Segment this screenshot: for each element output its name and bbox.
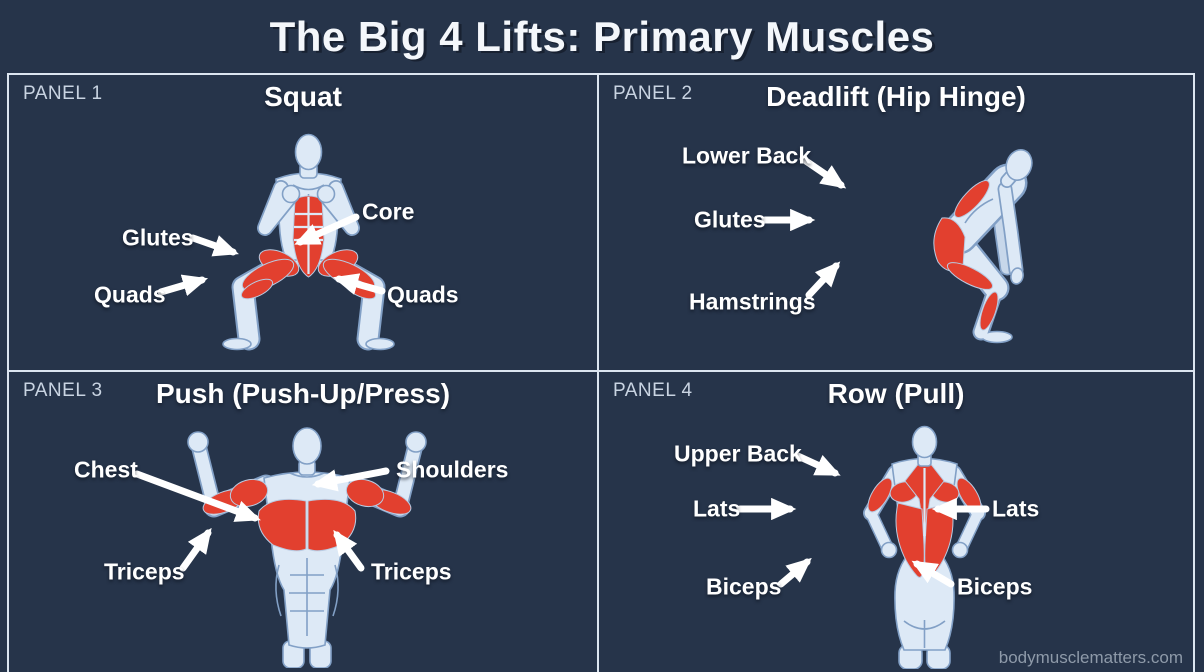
panel-1-title: Squat <box>264 81 342 112</box>
panel-4-title: Row (Pull) <box>827 378 965 409</box>
page-title: The Big 4 Lifts: Primary Muscles <box>269 12 935 60</box>
annotation-chest: Chest <box>74 456 138 483</box>
annotation-core: Core <box>362 198 415 225</box>
deadlift-highlighted-muscles <box>933 180 999 331</box>
annotation-quads-right: Quads <box>387 281 459 308</box>
panel-1-tag: PANEL 1 <box>23 83 103 104</box>
row-glute-lines <box>903 620 946 648</box>
squat-head <box>294 133 323 171</box>
row-right-fist <box>951 541 969 559</box>
annotation-hamstrings: Hamstrings <box>689 288 816 315</box>
annotation-shoulders: Shoulders <box>396 456 509 483</box>
annotation-quads-left: Quads <box>94 281 166 308</box>
biceps-left-arrow-icon <box>777 557 812 588</box>
panel-grid: PANEL 1 Squat <box>7 73 1195 672</box>
deadlift-front-arm <box>997 181 1024 285</box>
panel-2-tag: PANEL 2 <box>613 83 693 104</box>
squat-highlighted-muscles <box>240 195 377 300</box>
panel-3-title: Push (Push-Up/Press) <box>155 378 451 409</box>
panel-2-title: Deadlift (Hip Hinge) <box>766 81 1026 112</box>
annotation-lats-right: Lats <box>992 495 1040 522</box>
deadlift-figure-illustration <box>933 149 1033 344</box>
row-figure-illustration <box>863 425 986 669</box>
push-figure-illustration <box>187 427 427 668</box>
squat-figure-illustration <box>222 133 395 351</box>
annotation-upper-back: Upper Back <box>674 440 802 467</box>
annotation-biceps-right: Biceps <box>957 573 1033 600</box>
row-head <box>911 425 938 459</box>
annotation-biceps-left: Biceps <box>706 573 782 600</box>
panel-squat: PANEL 1 Squat <box>9 75 597 370</box>
annotation-triceps-left: Triceps <box>104 558 185 585</box>
annotation-lats-left: Lats <box>693 495 741 522</box>
panel-push: PANEL 3 Push (Push-Up/Press) <box>9 372 597 672</box>
watermark-text: bodymusclematters.com <box>998 648 1183 667</box>
title-bar: The Big 4 Lifts: Primary Muscles <box>0 0 1204 73</box>
row-left-fist <box>880 541 898 559</box>
annotation-lower-back: Lower Back <box>682 142 812 169</box>
upper-back-arrow-icon <box>794 452 841 477</box>
panel-4-tag: PANEL 4 <box>613 380 693 401</box>
annotation-triceps-right: Triceps <box>371 558 452 585</box>
panel-row: PANEL 4 Row (Pull) <box>599 372 1193 672</box>
row-highlighted-muscles <box>867 455 982 578</box>
panel-3-tag: PANEL 3 <box>23 380 103 401</box>
panel-deadlift: PANEL 2 Deadlift (Hip Hinge) <box>599 75 1193 370</box>
deadlift-head <box>1005 149 1033 181</box>
annotation-glutes: Glutes <box>694 206 766 233</box>
annotation-glutes: Glutes <box>122 224 194 251</box>
